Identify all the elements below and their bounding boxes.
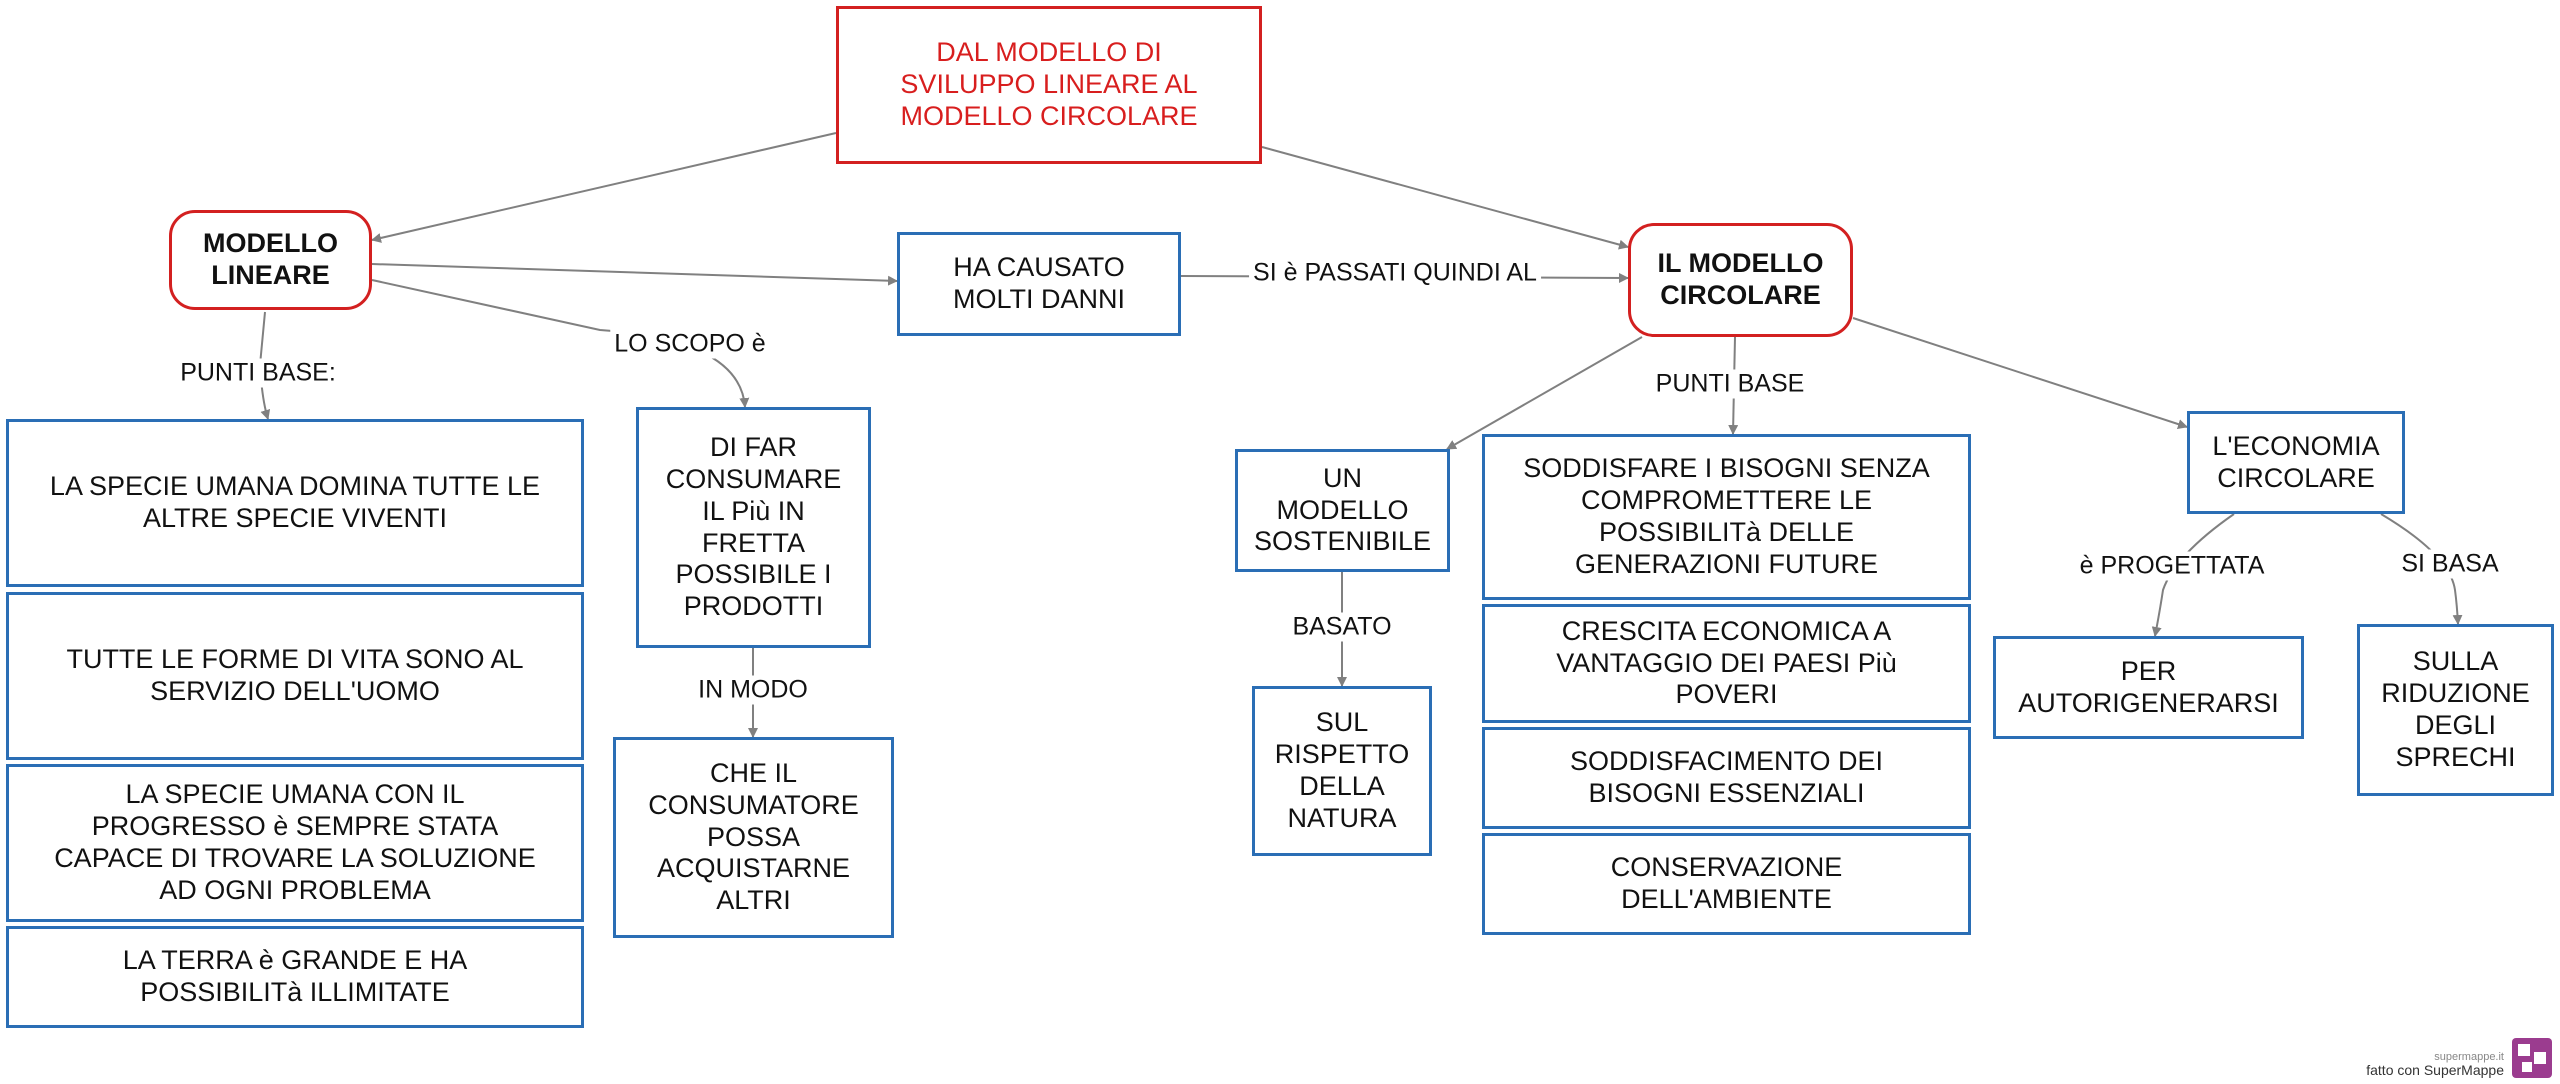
node-rispetto-natura: SUL RISPETTO DELLA NATURA xyxy=(1252,686,1432,856)
label-in-modo: IN MODO xyxy=(694,675,812,705)
connector-economia-progettata xyxy=(2151,513,2235,637)
node-autorigenerarsi: PER AUTORIGENERARSI xyxy=(1993,636,2304,739)
label-si-basa: SI BASA xyxy=(2397,549,2503,579)
label-punti-base-circolare: PUNTI BASE xyxy=(1651,369,1809,399)
node-modello-circolare: IL MODELLO CIRCOLARE xyxy=(1628,223,1853,337)
connector-root-circolare xyxy=(1261,146,1629,250)
connector-lineare-danni xyxy=(371,263,898,286)
node-circolare-punto-3: SODDISFACIMENTO DEI BISOGNI ESSENZIALI xyxy=(1482,727,1971,829)
supermappe-logo-icon xyxy=(2512,1038,2552,1078)
connector-circolare-sostenibile xyxy=(1446,336,1643,450)
node-circolare-punto-2: CRESCITA ECONOMICA A VANTAGGIO DEI PAESI… xyxy=(1482,604,1971,723)
node-lineare-punto-3: LA SPECIE UMANA CON IL PROGRESSO è SEMPR… xyxy=(6,764,584,922)
node-consumatore: CHE IL CONSUMATORE POSSA ACQUISTARNE ALT… xyxy=(613,737,894,938)
brand-url: supermappe.it xyxy=(2434,1050,2504,1063)
label-passati: SI è PASSATI QUINDI AL xyxy=(1249,258,1541,288)
label-scopo: LO SCOPO è xyxy=(610,329,770,359)
node-circolare-punto-1: SODDISFARE I BISOGNI SENZA COMPROMETTERE… xyxy=(1482,434,1971,600)
node-ha-causato: HA CAUSATO MOLTI DANNI xyxy=(897,232,1181,336)
root-node-title: DAL MODELLO DI SVILUPPO LINEARE AL MODEL… xyxy=(836,6,1262,164)
connector-economia-sibasa xyxy=(2380,513,2463,625)
node-modello-sostenibile: UN MODELLO SOSTENIBILE xyxy=(1235,449,1450,572)
supermappe-watermark: supermappe.it fatto con SuperMappe xyxy=(2366,1038,2552,1078)
connector-root-lineare xyxy=(371,132,837,243)
node-lineare-punto-4: LA TERRA è GRANDE E HA POSSIBILITà ILLIM… xyxy=(6,926,584,1028)
node-modello-lineare: MODELLO LINEARE xyxy=(169,210,372,310)
node-lineare-punto-1: LA SPECIE UMANA DOMINA TUTTE LE ALTRE SP… xyxy=(6,419,584,587)
brand-caption: fatto con SuperMappe xyxy=(2366,1061,2504,1078)
node-lineare-punto-2: TUTTE LE FORME DI VITA SONO AL SERVIZIO … xyxy=(6,592,584,760)
connector-circolare-economia xyxy=(1852,317,2188,429)
node-scopo: DI FAR CONSUMARE IL Più IN FRETTA POSSIB… xyxy=(636,407,871,648)
label-basato: BASATO xyxy=(1288,612,1396,642)
label-punti-base-lineare: PUNTI BASE: xyxy=(176,358,340,388)
node-circolare-punto-4: CONSERVAZIONE DELL'AMBIENTE xyxy=(1482,833,1971,935)
label-progettata: è PROGETTATA xyxy=(2075,551,2269,581)
node-riduzione-sprechi: SULLA RIDUZIONE DEGLI SPRECHI xyxy=(2357,624,2554,796)
node-economia-circolare: L'ECONOMIA CIRCOLARE xyxy=(2187,411,2405,514)
